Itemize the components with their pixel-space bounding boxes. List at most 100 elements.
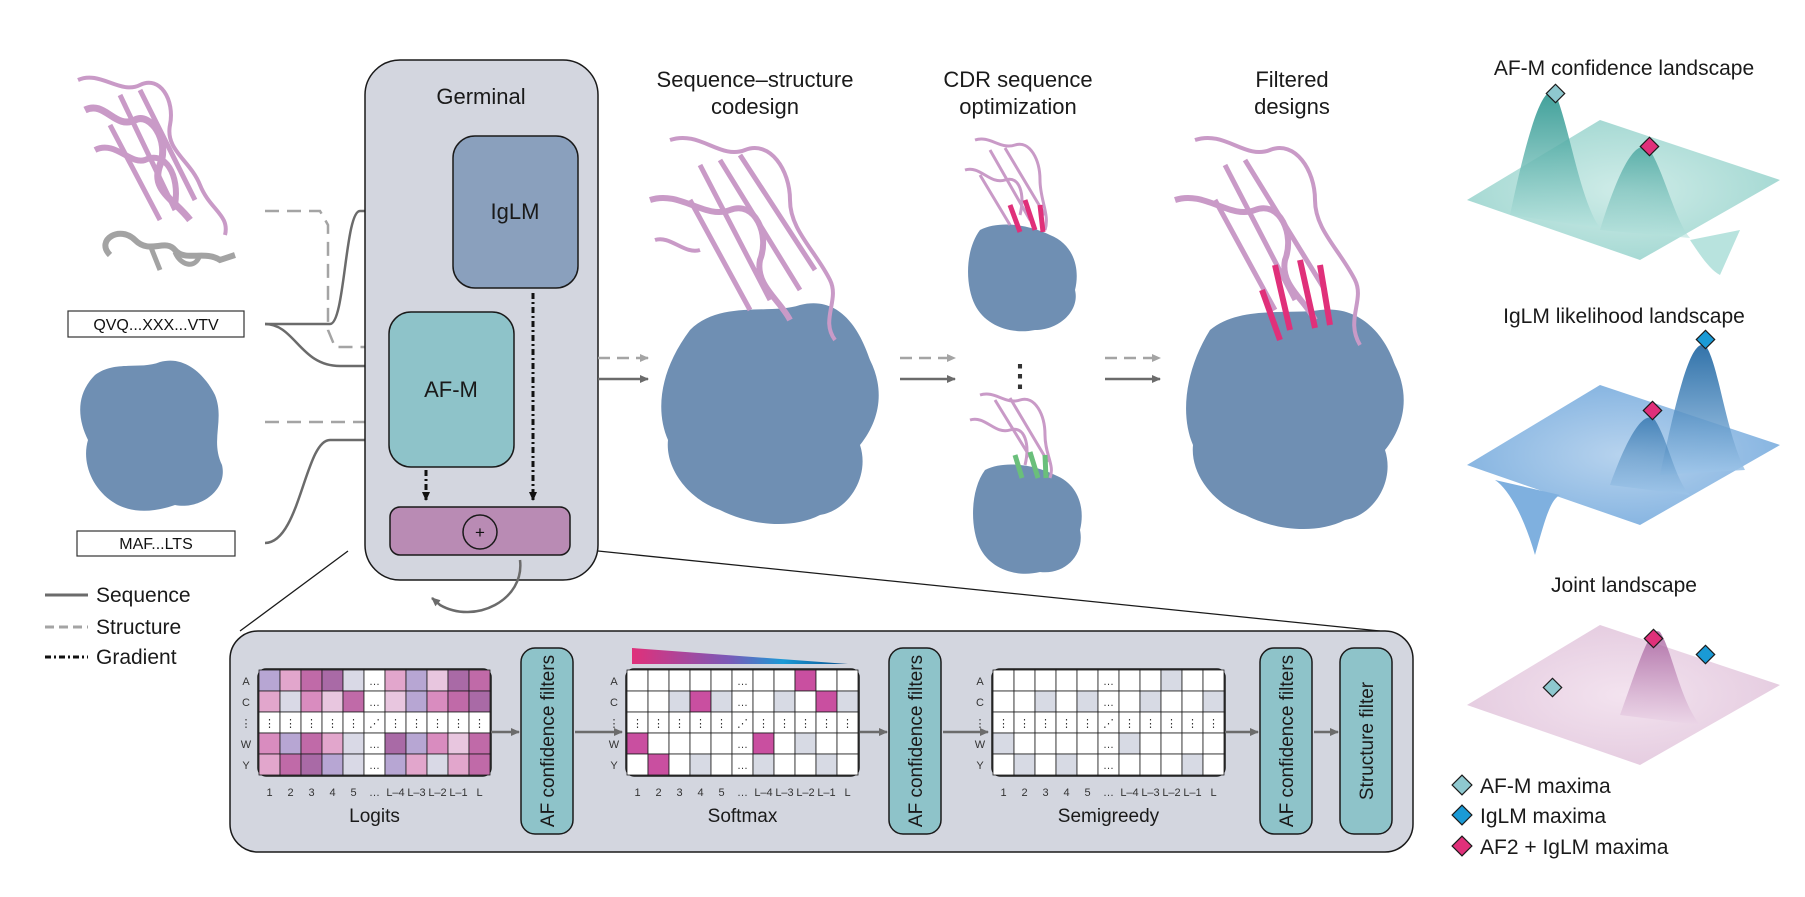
matrix-col-label: 4 [697,787,703,799]
matrix-ellipsis: ⋮ [632,718,643,730]
zoom-line-left [239,550,349,632]
matrix-cell [1139,732,1162,755]
matrix-cell [647,669,670,692]
matrix-cell [1013,753,1036,776]
matrix-ellipsis: ⋮ [1145,718,1156,730]
matrix-col-label: 3 [308,787,314,799]
matrix-col-label: … [737,787,748,799]
filter-label: AF confidence filters [906,655,927,827]
matrix-col-label: … [369,787,380,799]
marker-iglm-maxima [1695,329,1716,350]
matrix-row-label: Y [242,760,250,772]
matrix-col-label: 3 [676,787,682,799]
marker-joint-maxima [1639,136,1660,157]
matrix-cell [710,753,733,776]
matrix-col-label: 2 [655,787,661,799]
target-sequence: MAF...LTS [119,536,193,553]
matrix-cell [342,732,365,755]
af-confidence-filter-box: AF confidence filters [520,647,574,835]
matrix-ellipsis: ⋰ [737,718,748,730]
combine-block [389,506,571,556]
matrix-cell [1076,753,1099,776]
matrix-cell [258,732,281,755]
matrix-cell [279,669,302,692]
matrix-cell [794,753,817,776]
matrix-cell [426,753,449,776]
matrix-cell [321,669,344,692]
matrix-cell [836,753,859,776]
cdr-title-line2: optimization [959,94,1076,119]
filtered-complex-icon [1174,136,1404,530]
legend-joint-swatch [1451,835,1473,857]
matrix-cell [752,753,775,776]
matrix-cell [689,753,712,776]
af-confidence-filter-box: AF confidence filters [1259,647,1313,835]
matrix-cell [794,732,817,755]
matrix-cell [689,669,712,692]
matrix-cell [794,690,817,713]
matrix-ellipsis: ⋮ [821,718,832,730]
matrix-col-label: 4 [329,787,335,799]
matrix-cell [300,690,323,713]
codesign-title-line2: codesign [711,94,799,119]
matrix-cell [710,669,733,692]
matrix-col-label: L–4 [1120,787,1138,799]
matrix-cell [1013,669,1036,692]
matrix-row-label: ⋮ [975,718,986,730]
filter-label: AF confidence filters [1277,655,1298,827]
stage-arrows [598,354,1161,383]
matrix-col-label: L–4 [386,787,404,799]
matrix-col-label: L–1 [1183,787,1201,799]
matrix-cell [279,753,302,776]
matrix-ellipsis: ⋮ [390,718,401,730]
matrix-cell [815,690,838,713]
matrix-cell [342,669,365,692]
legend-joint-maxima: AF2 + IgLM maxima [1480,836,1669,859]
matrix-cell [468,753,491,776]
matrix-cell [384,690,407,713]
sequence-input-lines [264,207,454,545]
matrix-cell [1118,753,1141,776]
matrix-cell [384,732,407,755]
matrix-cell [1034,690,1057,713]
matrix-cell [689,690,712,713]
matrix-col-label: 3 [1042,787,1048,799]
matrix-cell [1076,732,1099,755]
matrix-cell [668,732,691,755]
marker-joint-maxima [1643,628,1664,649]
filter-label: Structure filter [1357,681,1378,800]
gradient-arrows [422,293,537,501]
matrix-col-label: L [844,787,850,799]
matrix-ellipsis: ⋮ [1061,718,1072,730]
matrix-cell [1034,669,1057,692]
legend-structure: Structure [96,616,181,639]
matrix-col-label: L–1 [817,787,835,799]
matrix-cell [773,690,796,713]
matrix-ellipsis: ⋮ [348,718,359,730]
matrix-cell [752,690,775,713]
matrix-cell [710,690,733,713]
cdr-ellipsis: ⋮ [1005,360,1035,393]
matrix-cell [1181,732,1204,755]
matrix-col-label: 5 [718,787,724,799]
matrix-cell [447,690,470,713]
matrix-cell [668,753,691,776]
matrix-cell [321,753,344,776]
legend-afm-maxima: AF-M maxima [1480,775,1611,798]
legend-afm-swatch [1451,774,1473,796]
matrix-cell [1202,669,1225,692]
semigreedy-caption: Semigreedy [1058,806,1160,827]
cdr-complex-top-icon [964,137,1077,332]
matrix-cell [1013,690,1036,713]
matrix-col-label: L–1 [449,787,467,799]
afm-block [388,311,515,468]
matrix-col-label: … [1103,787,1114,799]
matrix-ellipsis: ⋮ [758,718,769,730]
matrix-ellipsis: ⋮ [1166,718,1177,730]
matrix-ellipsis: ⋮ [695,718,706,730]
target-structure-icon [80,360,223,511]
matrix-cell [1076,690,1099,713]
matrix-cell [384,753,407,776]
